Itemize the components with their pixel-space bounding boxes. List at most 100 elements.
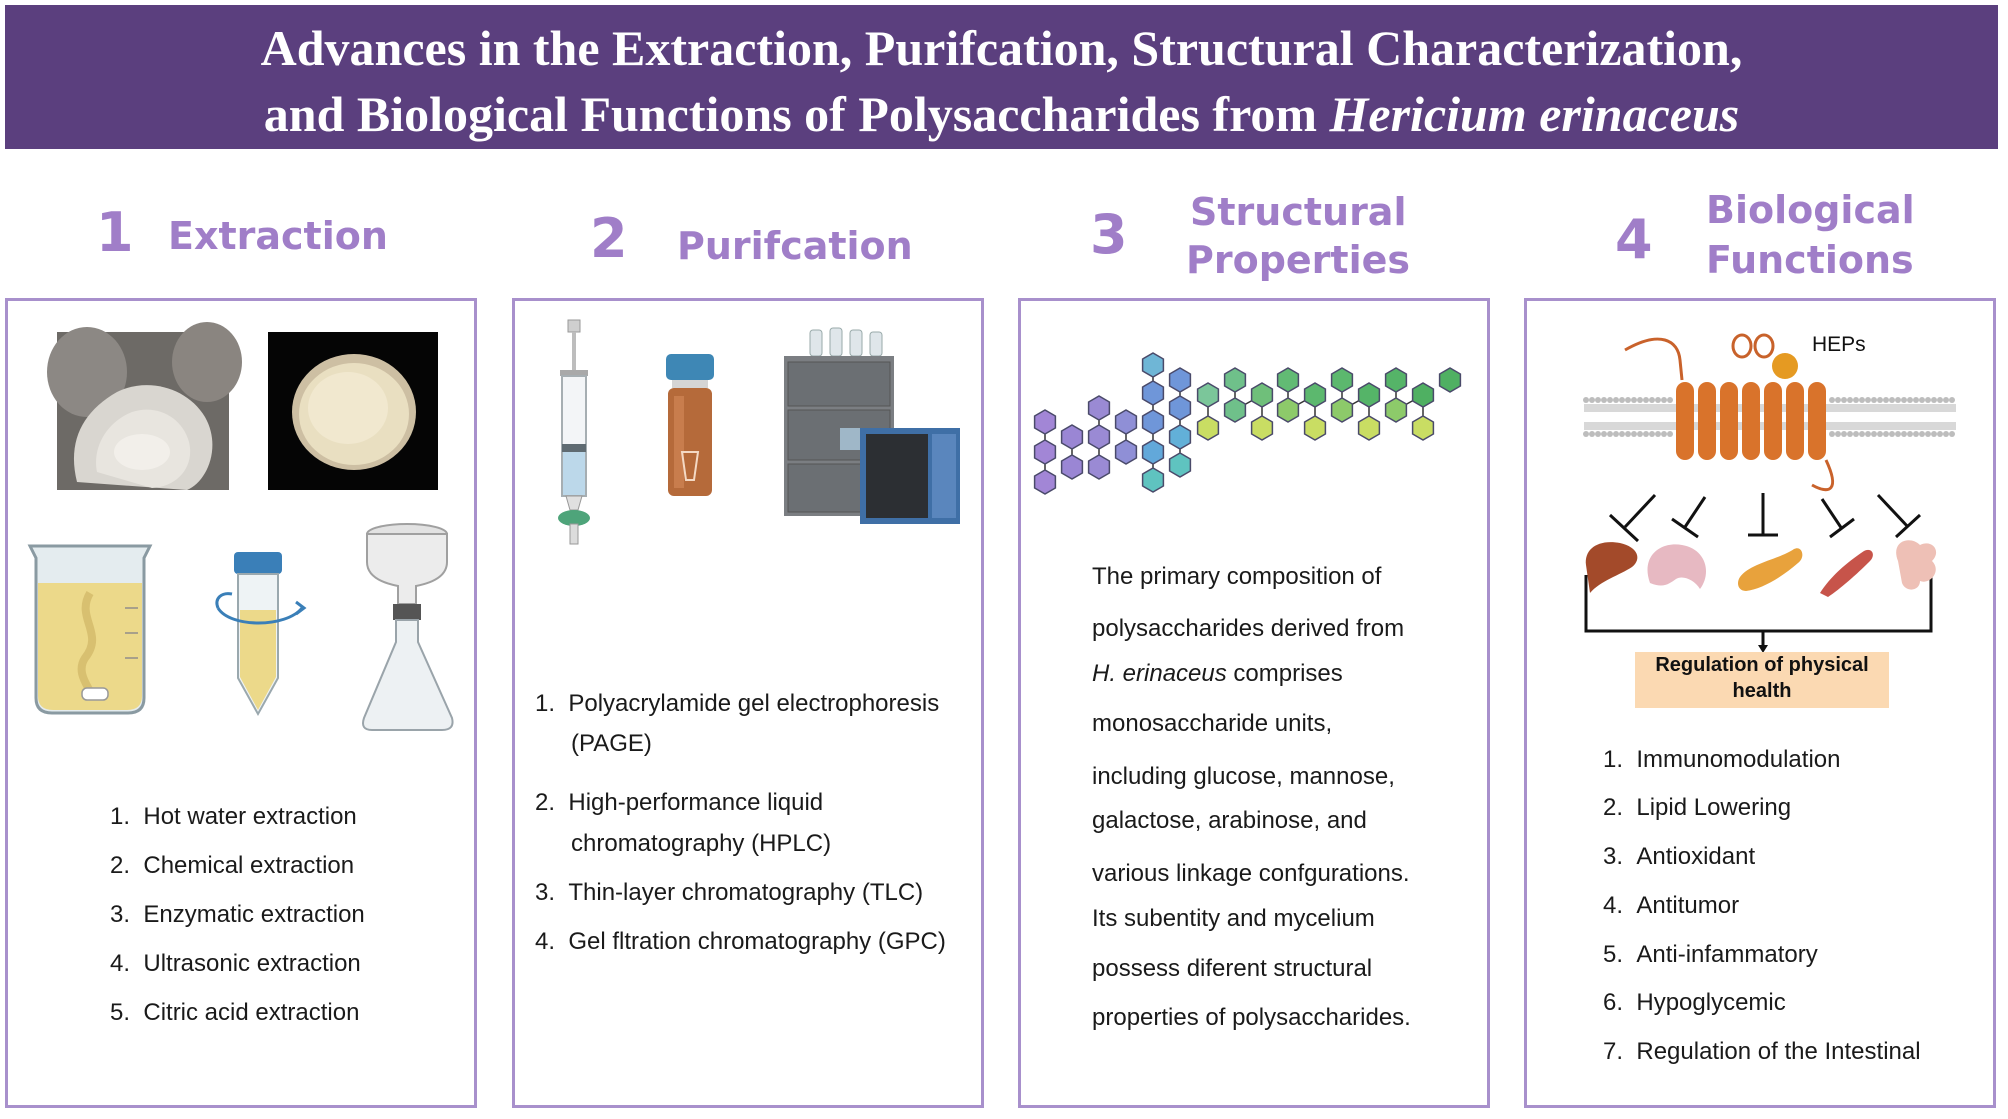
lipid-head bbox=[1649, 397, 1655, 403]
list-item: 6. Hypoglycemic bbox=[1603, 989, 1786, 1016]
sugar-unit-hexagon bbox=[1411, 415, 1435, 441]
lipid-head bbox=[1649, 431, 1655, 437]
species-name: Hericium erinaceus bbox=[1329, 86, 1740, 142]
lipid-head bbox=[1661, 397, 1667, 403]
sugar-unit-hexagon bbox=[1087, 454, 1111, 480]
lipid-head bbox=[1607, 431, 1613, 437]
lipid-head bbox=[1589, 431, 1595, 437]
sugar-unit-hexagon bbox=[1087, 424, 1111, 450]
lipid-head bbox=[1943, 397, 1949, 403]
lipid-head bbox=[1877, 397, 1883, 403]
sugar-unit-hexagon bbox=[1357, 382, 1381, 408]
lipid-head bbox=[1865, 431, 1871, 437]
lipid-head bbox=[1877, 431, 1883, 437]
lipid-head bbox=[1661, 431, 1667, 437]
hplc-instrument-icon bbox=[784, 327, 960, 524]
sugar-unit-hexagon bbox=[1330, 367, 1354, 393]
sugar-unit-hexagon bbox=[1033, 409, 1057, 435]
paragraph-line: H. erinaceus comprises bbox=[1092, 660, 1343, 687]
lipid-head bbox=[1619, 397, 1625, 403]
lipid-head bbox=[1901, 397, 1907, 403]
title-line-2-text: and Biological Functions of Polysacchari… bbox=[263, 86, 1330, 142]
paragraph-line: properties of polysaccharides. bbox=[1092, 1004, 1411, 1031]
lipid-head bbox=[1841, 397, 1847, 403]
sugar-unit-hexagon bbox=[1303, 382, 1327, 408]
lipid-head bbox=[1931, 397, 1937, 403]
sugar-unit-hexagon bbox=[1276, 397, 1300, 423]
lipid-head bbox=[1859, 431, 1865, 437]
lipid-head bbox=[1889, 431, 1895, 437]
lipid-head bbox=[1841, 431, 1847, 437]
lipid-head bbox=[1847, 397, 1853, 403]
lipid-head bbox=[1913, 397, 1919, 403]
sugar-unit-hexagon bbox=[1168, 452, 1192, 478]
lipid-head bbox=[1847, 431, 1853, 437]
sugar-unit-hexagon bbox=[1223, 397, 1247, 423]
regulation-callout: Regulation of physical health bbox=[1635, 652, 1889, 708]
lipid-head bbox=[1619, 431, 1625, 437]
list-item: 3. Enzymatic extraction bbox=[110, 901, 365, 928]
list-item: 1. Polyacrylamide gel electrophoresis bbox=[535, 690, 940, 717]
lipid-head bbox=[1583, 397, 1589, 403]
list-item-continuation: chromatography (HPLC) bbox=[571, 830, 832, 857]
list-item: 4. Gel fltration chromatography (GPC) bbox=[535, 928, 946, 955]
heps-label: HEPs bbox=[1812, 333, 1866, 356]
lipid-head bbox=[1883, 431, 1889, 437]
paragraph-line: polysaccharides derived from bbox=[1092, 615, 1405, 642]
paragraph-line: monosaccharide units, bbox=[1092, 710, 1333, 737]
lipid-head bbox=[1895, 397, 1901, 403]
lipid-head bbox=[1835, 397, 1841, 403]
sugar-unit-hexagon bbox=[1168, 367, 1192, 393]
extraction-methods-list: 1. Hot water extraction 2. Chemical extr… bbox=[110, 803, 490, 1033]
section-3-number: 3 bbox=[1090, 203, 1128, 266]
ligand-icon bbox=[1772, 353, 1798, 379]
section-4-title-line-2: Functions bbox=[1706, 238, 1914, 282]
polysaccharide-chain-diagram bbox=[1033, 352, 1462, 495]
lipid-head bbox=[1829, 397, 1835, 403]
lipid-head bbox=[1625, 397, 1631, 403]
cell-membrane-receptor-diagram bbox=[1583, 333, 1956, 492]
dried-extract-photo bbox=[268, 332, 438, 490]
section-1-number: 1 bbox=[96, 201, 134, 264]
panel-extraction bbox=[5, 298, 477, 1108]
list-item: 2. High-performance liquid bbox=[535, 789, 824, 816]
sugar-unit-hexagon bbox=[1303, 415, 1327, 441]
paragraph-line: Its subentity and mycelium bbox=[1092, 905, 1375, 932]
lipid-head bbox=[1943, 431, 1949, 437]
title-line-1: Advances in the Extraction, Purifcation,… bbox=[5, 19, 1998, 77]
lipid-head bbox=[1613, 397, 1619, 403]
centrifuge-tube-icon bbox=[215, 552, 307, 717]
section-4-title-line-1: Biological bbox=[1706, 188, 1915, 232]
sugar-unit-hexagon bbox=[1357, 415, 1381, 441]
lipid-head bbox=[1595, 431, 1601, 437]
lipid-head bbox=[1601, 431, 1607, 437]
sugar-unit-hexagon bbox=[1276, 367, 1300, 393]
lipid-head bbox=[1919, 397, 1925, 403]
sugar-unit-hexagon bbox=[1141, 409, 1165, 435]
lipid-head bbox=[1583, 431, 1589, 437]
sugar-unit-hexagon bbox=[1223, 367, 1247, 393]
lipid-head bbox=[1595, 397, 1601, 403]
sugar-unit-hexagon bbox=[1060, 454, 1084, 480]
sugar-unit-hexagon bbox=[1087, 395, 1111, 421]
list-item: 2. Chemical extraction bbox=[110, 852, 355, 879]
lipid-head bbox=[1925, 431, 1931, 437]
lipid-head bbox=[1631, 397, 1637, 403]
list-item-continuation: (PAGE) bbox=[571, 730, 652, 757]
biological-functions-list: 1. Immunomodulation 2. Lipid Lowering 3.… bbox=[1603, 746, 1963, 1066]
lipid-head bbox=[1895, 431, 1901, 437]
list-item: 1. Hot water extraction bbox=[110, 803, 357, 830]
lipid-head bbox=[1655, 431, 1661, 437]
sugar-unit-hexagon bbox=[1114, 439, 1138, 465]
receptor-protein bbox=[1624, 337, 1835, 492]
syringe-filter-icon bbox=[558, 319, 590, 545]
lipid-head bbox=[1871, 397, 1877, 403]
muscle-icon bbox=[1820, 549, 1873, 597]
liver-icon bbox=[1585, 542, 1638, 593]
title-line-1-text: Advances in the Extraction, Purifcation,… bbox=[260, 20, 1743, 76]
sugar-unit-hexagon bbox=[1168, 424, 1192, 450]
species-abbrev: H. erinaceus bbox=[1092, 660, 1227, 687]
sugar-unit-hexagon bbox=[1250, 415, 1274, 441]
sugar-unit-hexagon bbox=[1384, 367, 1408, 393]
lipid-head bbox=[1829, 431, 1835, 437]
